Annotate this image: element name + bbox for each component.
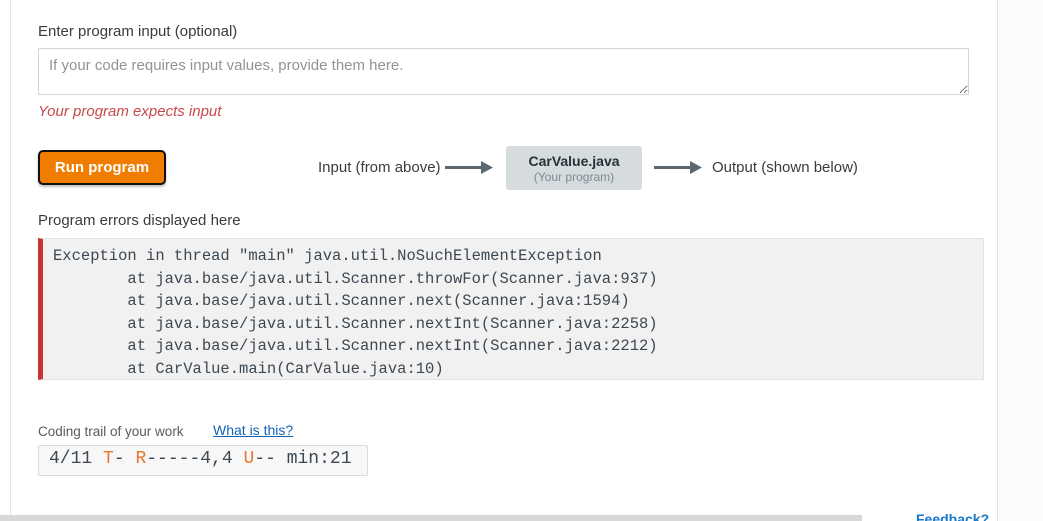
program-input-textarea[interactable]: [38, 48, 969, 95]
coding-trail-value: 4/11 T- R-----4,4 U-- min:21: [38, 445, 368, 476]
arrow-right-icon: [654, 161, 702, 174]
what-is-this-link[interactable]: What is this?: [213, 422, 294, 438]
coding-trail-segment: -: [113, 449, 136, 469]
coding-trail-segment: min:21: [286, 449, 352, 469]
program-file-name: CarValue.java: [528, 152, 620, 169]
program-input-label: Enter program input (optional): [38, 23, 238, 40]
coding-trail-segment: R: [135, 449, 147, 469]
program-errors-label: Program errors displayed here: [38, 212, 241, 229]
coding-trail-segment: --: [254, 449, 287, 469]
bottom-divider: [0, 515, 862, 521]
coding-trail-segment: U: [243, 449, 255, 469]
coding-trail-segment: T: [103, 449, 114, 469]
coding-trail-segment: 4/11: [49, 449, 104, 469]
program-file-subtitle: (Your program): [533, 169, 615, 184]
feedback-link[interactable]: Feedback?: [916, 511, 990, 521]
arrow-right-icon: [445, 161, 493, 174]
flow-output-label: Output (shown below): [712, 159, 858, 176]
run-program-button[interactable]: Run program: [38, 150, 166, 185]
program-expects-input-warning: Your program expects input: [38, 103, 222, 120]
page-left-border: [10, 0, 11, 521]
coding-trail-segment: -----4,4: [146, 449, 244, 469]
right-gutter: [998, 0, 1043, 521]
coding-trail-label: Coding trail of your work: [38, 424, 184, 439]
page-right-border: [997, 0, 998, 521]
program-file-box: CarValue.java (Your program): [506, 146, 642, 190]
program-errors-output: Exception in thread "main" java.util.NoS…: [38, 238, 984, 380]
error-stack-trace: Exception in thread "main" java.util.NoS…: [53, 247, 658, 378]
flow-input-label: Input (from above): [318, 159, 441, 176]
